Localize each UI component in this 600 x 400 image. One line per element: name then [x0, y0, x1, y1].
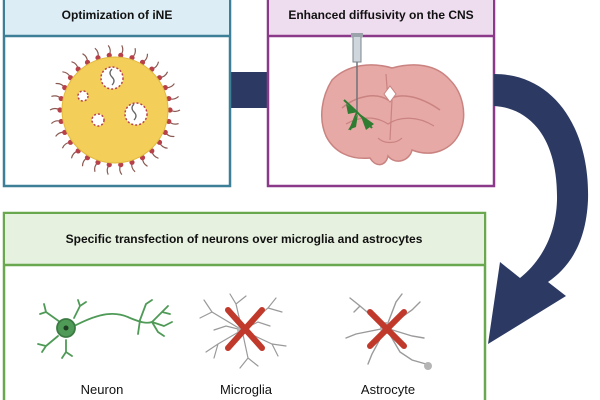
diffusion-arrows-icon [343, 99, 374, 131]
flow-arrow [488, 74, 589, 344]
cell-label-astrocyte: Astrocyte [361, 382, 415, 397]
panel-ine-title: Optimization of iNE [62, 8, 173, 22]
panel-transfection: Specific transfection of neurons over mi… [2, 211, 487, 400]
microglia-excluded-cross-icon [225, 307, 265, 351]
panel-cns-title: Enhanced diffusivity on the CNS [288, 8, 473, 22]
neuron-icon [37, 299, 173, 359]
panel-cns: Enhanced diffusivity on the CNS [266, 0, 496, 188]
nanoemulsion-icon [49, 44, 181, 176]
panel-transfection-title: Specific transfection of neurons over mi… [66, 232, 423, 246]
astrocyte-excluded-cross-icon [367, 309, 407, 349]
connector-bar [230, 72, 270, 108]
syringe-icon [351, 33, 363, 112]
brain-section-icon [320, 64, 465, 166]
panel-ine: Optimization of iNE [2, 0, 232, 188]
cell-label-microglia: Microglia [220, 382, 273, 397]
cell-label-neuron: Neuron [81, 382, 124, 397]
